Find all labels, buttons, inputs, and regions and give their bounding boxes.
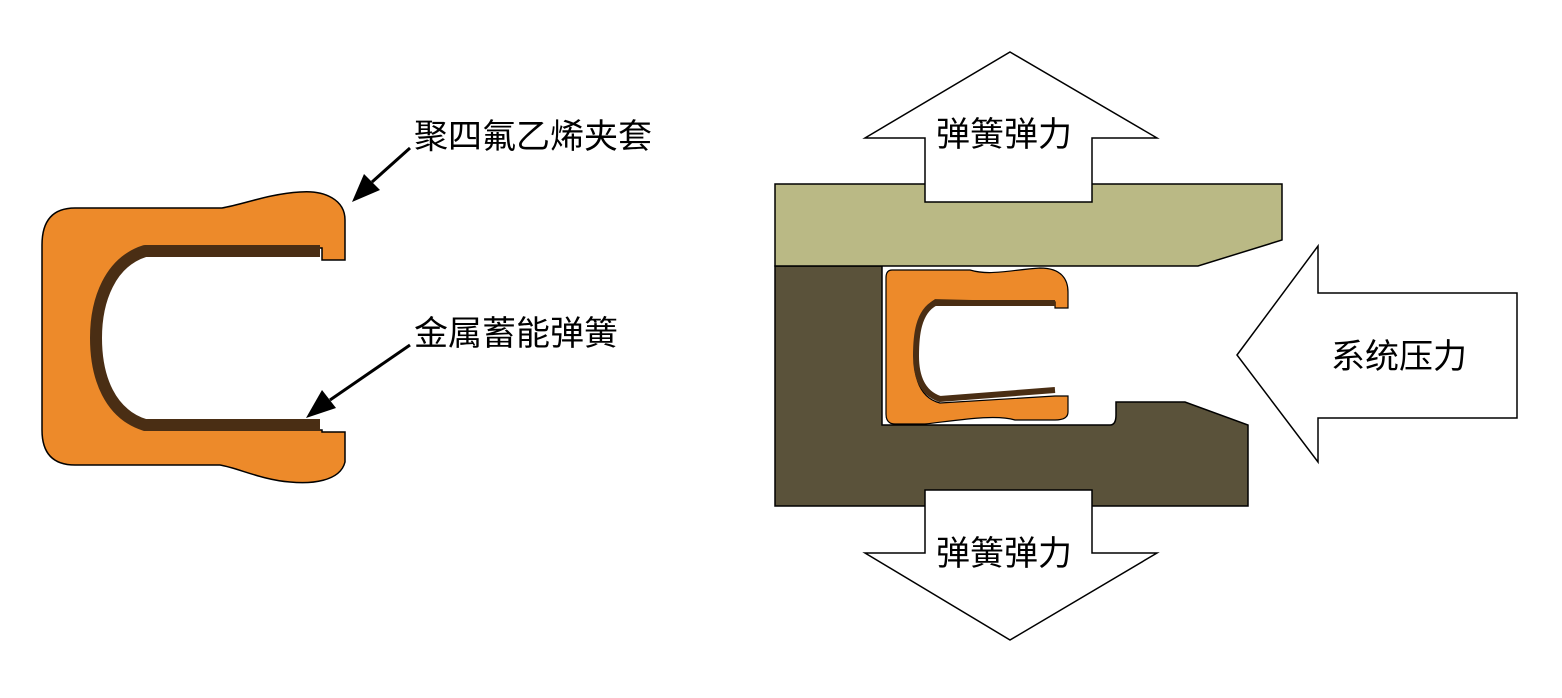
ptfe-jacket-label: 聚四氟乙烯夹套	[414, 117, 652, 157]
metal-spring-shape	[90, 245, 320, 431]
assembly	[774, 183, 1283, 507]
spring-leader-line	[329, 343, 411, 402]
spring-force-label-top: 弹簧弹力	[936, 115, 1072, 155]
system-pressure-label: 系统压力	[1331, 337, 1467, 377]
spring-force-arrow-bottom	[862, 489, 1160, 641]
label-arrows	[306, 146, 412, 418]
upper-plate	[774, 183, 1283, 267]
spring-force-label-bottom: 弹簧弹力	[936, 534, 1072, 574]
spring-force-arrow-top	[862, 51, 1160, 203]
metal-spring-label: 金属蓄能弹簧	[414, 314, 618, 354]
lower-housing	[774, 265, 1249, 507]
installed-spring	[912, 300, 1056, 403]
jacket-arrowhead	[352, 174, 380, 202]
seal-detail	[41, 191, 346, 484]
ptfe-jacket-shape	[41, 191, 346, 484]
jacket-leader-line	[370, 146, 412, 184]
system-pressure-arrow	[1236, 243, 1518, 465]
installed-jacket	[885, 267, 1069, 425]
spring-arrowhead	[306, 390, 336, 418]
